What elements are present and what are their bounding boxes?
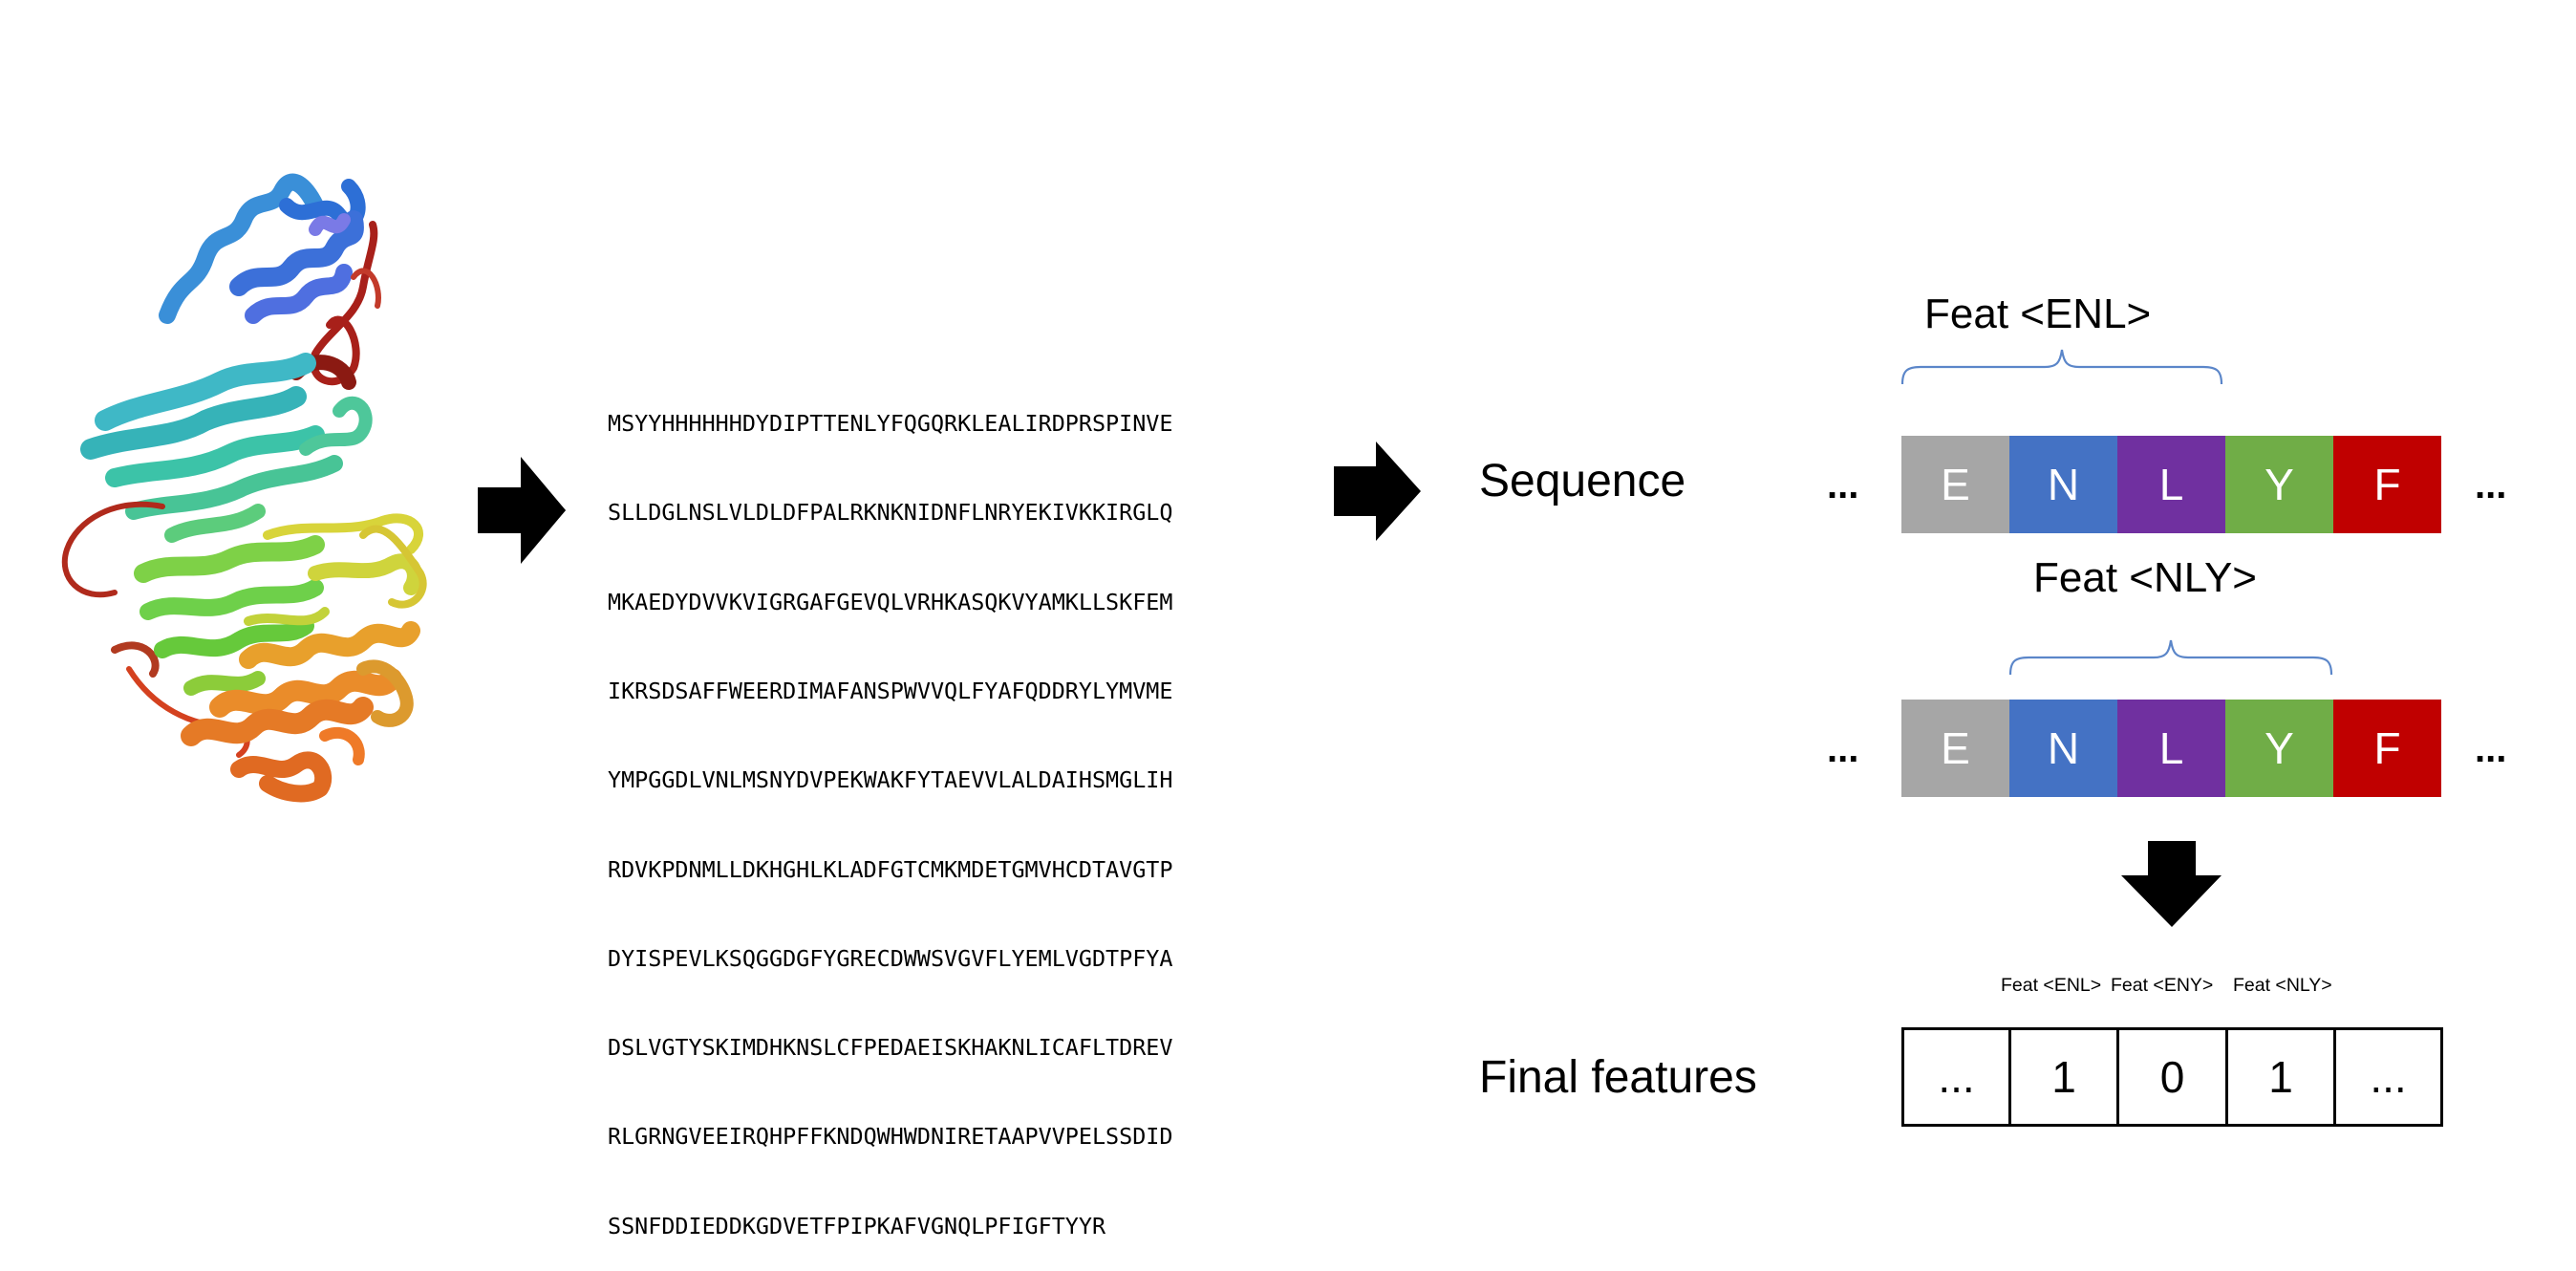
sequence-line: SLLDGLNSLVLDLDFPALRKNKNIDNFLNRYEKIVKKIRG… bbox=[608, 499, 1173, 527]
sequence-line: DYISPEVLKSQGGDGFYGRECDWWSVGVFLYEMLVGDTPF… bbox=[608, 944, 1173, 972]
final-cell-nly: 1 bbox=[2225, 1027, 2336, 1127]
final-cell-enl: 1 bbox=[2008, 1027, 2119, 1127]
sequence-line: DSLVGTYSKIMDHKNSLCFPEDAEISKHAKNLICAFLTDR… bbox=[608, 1034, 1173, 1062]
residue-cell-y: Y bbox=[2225, 700, 2333, 797]
residue-cell-y: Y bbox=[2225, 436, 2333, 533]
row1-ellipsis-left: ... bbox=[1827, 464, 1859, 506]
residue-cell-e: E bbox=[1901, 436, 2009, 533]
row1-ellipsis-right: ... bbox=[2475, 464, 2507, 506]
residue-cell-l: L bbox=[2117, 700, 2225, 797]
sequence-line: RDVKPDNMLLDKHGHLKLADFGTCMKMDETGMVHCDTAVG… bbox=[608, 855, 1173, 883]
feat-middle-title: Feat <NLY> bbox=[2033, 554, 2257, 601]
sequence-line: MKAEDYDVVKVIGRGAFGEVQLVRHKASQKVYAMKLLSKF… bbox=[608, 588, 1173, 615]
protein-structure-image bbox=[61, 173, 427, 803]
row2-ellipsis-left: ... bbox=[1827, 728, 1859, 770]
brace-top bbox=[1900, 349, 2223, 385]
sequence-line: RLGRNGVEEIRQHPFFKNDQWHWDNIRETAAPVVPELSSD… bbox=[608, 1123, 1173, 1151]
protein-sequence: MSYYHHHHHHDYDIPTTENLYFQGQRKLEALIRDPRSPIN… bbox=[608, 350, 1296, 1271]
residue-cell-n: N bbox=[2009, 700, 2117, 797]
sequence-line: YMPGGDLVNLMSNYDVPEKWAKFYTAEVVLALDAIHSMGL… bbox=[608, 766, 1173, 794]
residue-cell-n: N bbox=[2009, 436, 2117, 533]
residue-cell-e: E bbox=[1901, 700, 2009, 797]
final-features-label: Final features bbox=[1479, 1052, 1757, 1103]
feature-header-nly: Feat <NLY> bbox=[2233, 975, 2332, 996]
sequence-line: SSNFDDIEDDKGDVETFPIPKAFVGNQLPFIGFTYYR bbox=[608, 1212, 1106, 1239]
residue-cell-l: L bbox=[2117, 436, 2225, 533]
feature-header-eny: Feat <ENY> bbox=[2111, 975, 2214, 996]
feat-top-title: Feat <ENL> bbox=[1924, 291, 2152, 337]
residue-cell-f: F bbox=[2333, 436, 2441, 533]
final-cell-ellipsis-left: ... bbox=[1901, 1027, 2011, 1127]
residue-cell-f: F bbox=[2333, 700, 2441, 797]
feature-header-enl: Feat <ENL> bbox=[2001, 975, 2102, 996]
final-cell-ellipsis-right: ... bbox=[2333, 1027, 2443, 1127]
brace-middle bbox=[2008, 639, 2333, 676]
diagram-graphics bbox=[61, 173, 2333, 927]
sequence-label: Sequence bbox=[1479, 456, 1686, 506]
sequence-line: IKRSDSAFFWEERDIMAFANSPWVVQLFYAFQDDRYLYMV… bbox=[608, 678, 1173, 705]
row2-ellipsis-right: ... bbox=[2475, 728, 2507, 770]
final-cell-eny: 0 bbox=[2116, 1027, 2228, 1127]
sequence-line: MSYYHHHHHHDYDIPTTENLYFQGQRKLEALIRDPRSPIN… bbox=[608, 410, 1173, 438]
